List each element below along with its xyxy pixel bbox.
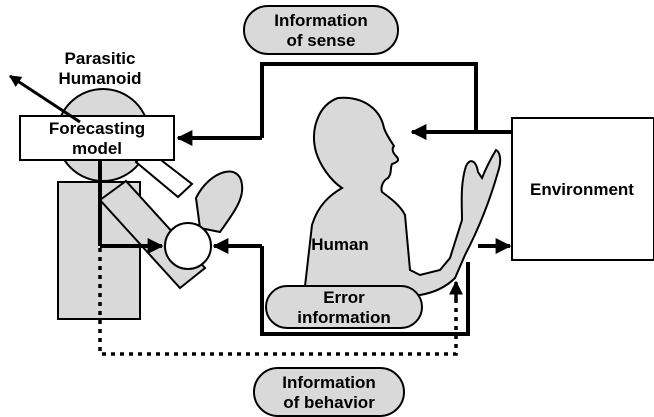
information-of-sense-pill [243, 5, 399, 55]
parasitic-humanoid-line1: Parasitic [65, 49, 136, 68]
error-information-line2: information [297, 308, 391, 327]
forecasting-model-line2: model [72, 139, 122, 158]
sense-flow-line [260, 62, 478, 138]
humanoid-hand [194, 170, 244, 234]
parasitic-humanoid-line2: Humanoid [58, 69, 141, 88]
environment-box [511, 117, 654, 261]
information-of-behavior-line2: of behavior [283, 393, 375, 412]
forecasting-model-box [19, 115, 175, 161]
information-of-sense-line1: Information [274, 11, 368, 30]
human-label: Human [311, 235, 369, 254]
information-of-sense-line2: of sense [287, 31, 356, 50]
error-information-line1: Error [323, 288, 365, 307]
error-information-pill [265, 285, 423, 329]
forecasting-model-line1: Forecasting [49, 119, 145, 138]
pointer-arrow [8, 74, 81, 124]
information-of-behavior-pill [253, 367, 405, 417]
environment-label: Environment [530, 180, 634, 199]
information-of-behavior-line1: Information [282, 373, 376, 392]
error-flow-line [260, 246, 470, 336]
human-figure [302, 96, 502, 296]
human-silhouette [302, 96, 502, 296]
joint-circle [164, 222, 212, 270]
